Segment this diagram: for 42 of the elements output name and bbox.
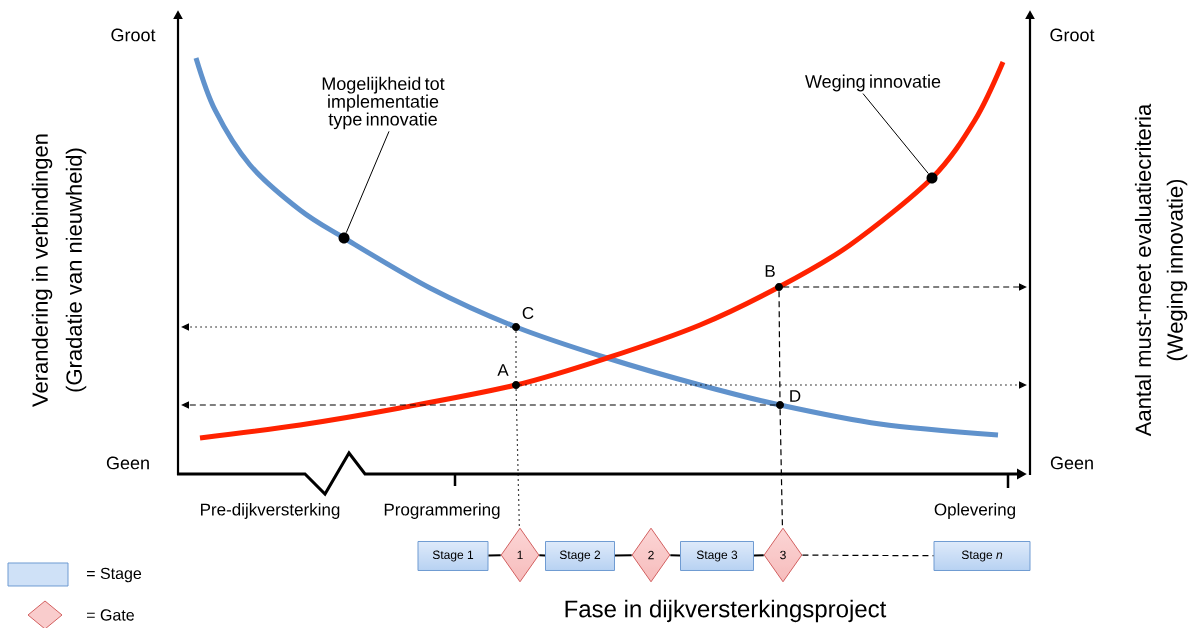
- point-marker: [775, 283, 783, 291]
- connector-line: [669, 554, 681, 557]
- point-marker: [338, 232, 350, 244]
- axis-label: Programmering: [384, 503, 500, 519]
- connector-line: [801, 554, 935, 557]
- point-marker: [512, 323, 520, 331]
- projection-arrow: [181, 323, 513, 331]
- axis-label: Pre-dijkversterking: [201, 503, 340, 519]
- axis-title: Fase in dijkversterkingsproject: [565, 599, 887, 623]
- axis-label: Aantal must-meet evaluatiecriteria: [1134, 103, 1152, 437]
- axis-label: Groot: [1050, 28, 1095, 42]
- axis-label: Oplevering: [934, 503, 1015, 519]
- callout-text: Weging innovatie: [805, 74, 941, 92]
- point-marker: [776, 401, 784, 409]
- connector-line: [753, 554, 765, 557]
- point-marker: [512, 381, 520, 389]
- point-marker: [926, 172, 938, 184]
- projection-arrow: [782, 283, 1027, 291]
- leader-line: [345, 130, 390, 234]
- callout-text: Mogelijkheid tot implementatie type innovatie: [322, 76, 445, 130]
- axis-label: Groot: [111, 28, 156, 42]
- point-label: B: [765, 265, 775, 277]
- axis-label: Verandering in verbindingen: [31, 134, 53, 407]
- stage-box: Stage 3: [680, 541, 754, 571]
- legend-label: = Stage: [87, 567, 142, 583]
- axis-label: (Weging innovatie): [1166, 179, 1188, 361]
- legend-label: = Gate: [87, 609, 134, 621]
- stage-box: Stage n: [933, 541, 1031, 571]
- projection-arrow: [181, 401, 777, 409]
- point-label: D: [790, 390, 801, 402]
- leader-line: [862, 93, 929, 175]
- stage-box: Stage 1: [417, 541, 489, 571]
- point-label: C: [522, 306, 534, 319]
- connector-line: [538, 554, 546, 557]
- connector-line: [487, 554, 502, 557]
- stage-box: Stage 2: [545, 541, 615, 571]
- axis-label: Geen: [106, 456, 149, 470]
- axis-label: Geen: [1050, 456, 1093, 470]
- point-label: A: [497, 364, 509, 376]
- projection-arrow: [519, 381, 1027, 389]
- axis-label: (Gradatie van nieuwheid): [65, 148, 87, 392]
- connector-line: [614, 554, 633, 557]
